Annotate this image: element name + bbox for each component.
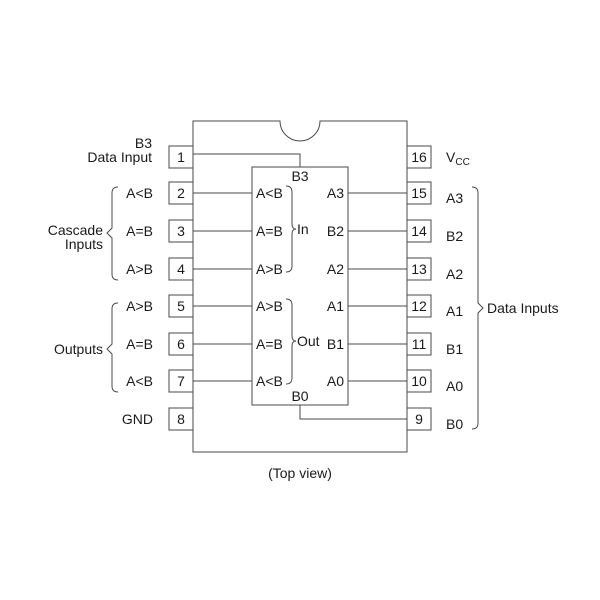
pin-number-2: 2 <box>177 185 185 201</box>
label-pin11: B1 <box>446 341 463 357</box>
comparator-block <box>251 166 349 406</box>
inner-b0: B0 <box>291 388 308 404</box>
label-gnd: GND <box>122 411 153 427</box>
label-pin7: A<B <box>126 373 153 389</box>
inner-r-b2: B2 <box>327 223 344 239</box>
inner-r-a3: A3 <box>327 185 344 201</box>
label-pin4: A>B <box>126 261 153 277</box>
label-inputs: Inputs <box>65 236 103 252</box>
caption-top-view: (Top view) <box>268 465 332 481</box>
brace-data-inputs <box>471 186 484 430</box>
bracket-in <box>285 185 297 273</box>
label-b3: B3 <box>135 135 152 151</box>
pin-number-4: 4 <box>177 261 185 277</box>
label-vcc: VCC <box>446 149 470 168</box>
inner-r-a0: A0 <box>327 373 344 389</box>
pin-number-16: 16 <box>411 149 427 165</box>
label-pin2: A<B <box>126 185 153 201</box>
inner-out: Out <box>297 333 320 349</box>
wire-pin1-b3 <box>193 153 301 167</box>
pin-number-11: 11 <box>412 336 427 352</box>
pin-number-5: 5 <box>177 298 185 314</box>
pin-number-8: 8 <box>177 411 185 427</box>
label-pin14: B2 <box>446 228 463 244</box>
label-pin3: A=B <box>126 223 153 239</box>
label-pin12: A1 <box>446 303 463 319</box>
label-cascade: Cascade <box>48 222 103 238</box>
pin-number-13: 13 <box>411 261 427 277</box>
bracket-out <box>285 298 297 385</box>
inner-l-agt-b-out: A>B <box>256 298 283 314</box>
label-pin6: A=B <box>126 336 153 352</box>
inner-l-aeq-b-in: A=B <box>256 223 283 239</box>
pin-box-8 <box>168 407 194 431</box>
label-pin5: A>B <box>126 298 153 314</box>
inner-l-agt-b-in: A>B <box>256 261 283 277</box>
wire-pin9-b0 <box>299 405 407 420</box>
label-outputs: Outputs <box>54 341 103 357</box>
inner-l-aeq-b-out: A=B <box>256 336 283 352</box>
inner-b3: B3 <box>291 168 308 184</box>
pin-number-6: 6 <box>177 336 185 352</box>
inner-r-a1: A1 <box>327 298 344 314</box>
label-pin13: A2 <box>446 266 463 282</box>
pin-box-16 <box>406 145 432 169</box>
pin-number-10: 10 <box>411 373 427 389</box>
pin-number-12: 12 <box>411 298 427 314</box>
label-pin9: B0 <box>446 416 463 432</box>
inner-in: In <box>297 221 309 237</box>
pin-box-1 <box>168 145 194 169</box>
pin-number-15: 15 <box>411 185 427 201</box>
inner-r-a2: A2 <box>327 261 344 277</box>
pin-number-1: 1 <box>177 149 185 165</box>
label-pin15: A3 <box>446 190 463 206</box>
label-data-inputs: Data Inputs <box>487 300 559 316</box>
inner-l-alt-b-out: A<B <box>256 373 283 389</box>
pin-number-7: 7 <box>177 373 185 389</box>
label-data-input: Data Input <box>87 149 152 165</box>
pin-number-9: 9 <box>415 411 423 427</box>
label-pin10: A0 <box>446 378 463 394</box>
inner-l-alt-b-in: A<B <box>256 185 283 201</box>
inner-r-b1: B1 <box>327 336 344 352</box>
brace-outputs <box>106 302 119 393</box>
package-outline <box>192 120 408 453</box>
brace-cascade-inputs <box>106 186 119 281</box>
pin-number-14: 14 <box>411 223 427 239</box>
pin-number-3: 3 <box>177 223 185 239</box>
